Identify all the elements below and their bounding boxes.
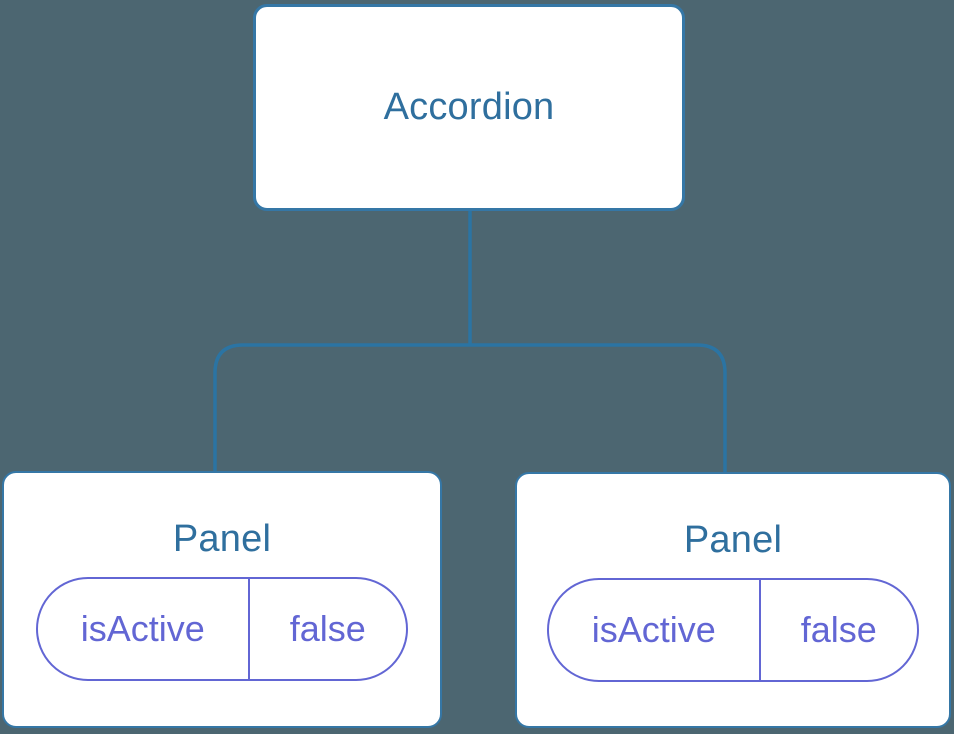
accordion-node-label: Accordion — [383, 86, 555, 128]
panel-node-left: Panel isActive false — [2, 471, 442, 728]
state-value-label: false — [800, 609, 877, 650]
state-pill: isActive false — [547, 578, 919, 682]
state-value-label: false — [289, 608, 366, 649]
state-key-label: isActive — [549, 580, 761, 680]
accordion-node: Accordion — [253, 4, 685, 211]
panel-node-label: Panel — [683, 519, 783, 561]
state-key-label: isActive — [38, 579, 250, 679]
state-pill: isActive false — [36, 577, 408, 681]
panel-node-label: Panel — [172, 518, 272, 560]
panel-node-right: Panel isActive false — [515, 472, 951, 728]
connector-branch — [213, 343, 727, 475]
